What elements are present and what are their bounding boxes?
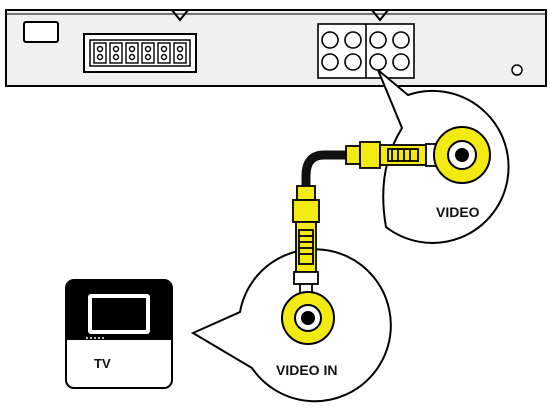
rca-cable: [301, 150, 355, 195]
panel-notch-left: [171, 9, 189, 22]
device-back-panel: [5, 9, 547, 87]
speaker-terminal-block: [83, 33, 197, 73]
rca-jack-icon: [433, 126, 491, 184]
power-port: [23, 21, 59, 43]
rca-plug-icon: [292, 185, 320, 295]
rca-plug-icon: [345, 141, 449, 169]
rca-jack-icon: [281, 291, 335, 345]
video-input-label: VIDEO IN: [276, 362, 338, 378]
video-output-label: VIDEO: [436, 204, 480, 220]
rca-jack-cluster: [317, 23, 415, 79]
tv-label: TV: [94, 356, 111, 371]
panel-screw-hole: [511, 64, 523, 76]
panel-notch-right: [371, 9, 389, 22]
tv-icon: [65, 279, 173, 389]
